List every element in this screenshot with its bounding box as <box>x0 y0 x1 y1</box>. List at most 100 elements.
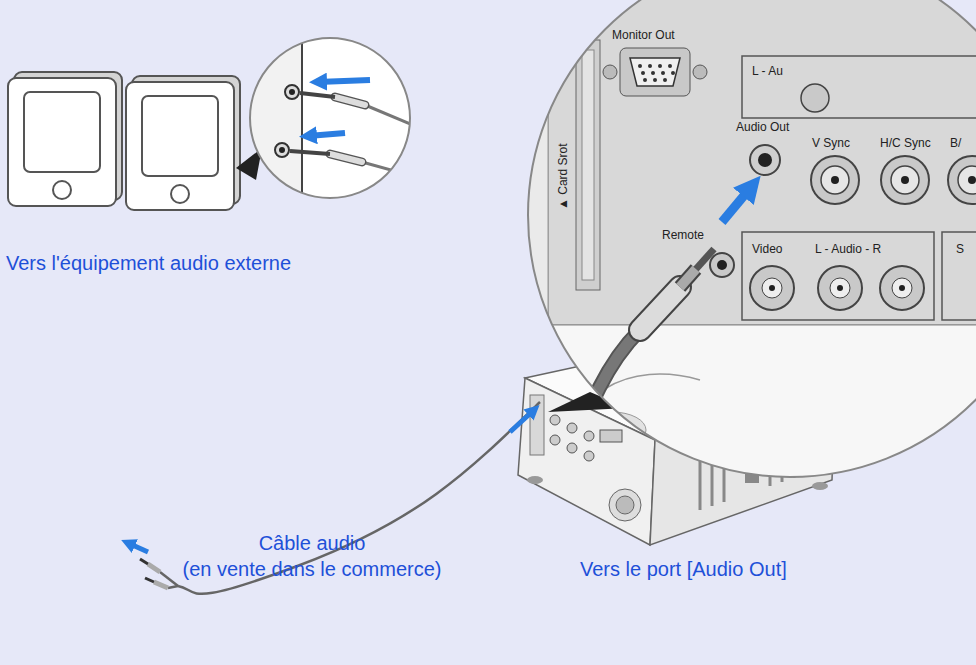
audio-cable <box>145 578 154 582</box>
port-zoom <box>548 0 976 325</box>
port-zoom <box>901 176 909 184</box>
audio-cable <box>128 402 540 594</box>
port-zoom <box>643 78 647 82</box>
speaker-zoom <box>308 133 345 136</box>
port-zoom <box>818 266 862 310</box>
port-zoom <box>640 287 680 330</box>
projector <box>584 431 594 441</box>
port-zoom <box>750 266 794 310</box>
projector <box>584 451 594 461</box>
port-zoom <box>528 0 548 380</box>
port-zoom <box>603 65 617 79</box>
port-label: L - Audio - R <box>815 240 881 258</box>
audio-cable <box>168 586 178 588</box>
port-zoom <box>638 64 642 68</box>
speaker-pair <box>142 96 218 176</box>
audio-cable <box>510 410 534 432</box>
port-zoom <box>881 156 929 204</box>
projector <box>567 423 577 433</box>
port-zoom <box>528 325 976 480</box>
port-zoom <box>821 166 849 194</box>
projector <box>550 435 560 445</box>
speaker-zoom <box>236 30 420 230</box>
speaker-zoom <box>289 89 295 95</box>
speaker-pair <box>126 82 234 210</box>
wrap-spacer <box>377 530 457 556</box>
port-zoom <box>958 166 976 194</box>
port-zoom <box>520 0 976 480</box>
port-zoom <box>578 412 646 448</box>
caption-label: Vers l'équipement audio externe <box>6 250 291 276</box>
projector <box>699 455 702 510</box>
caption-label: Câble audio (en vente dans le commerce) <box>167 530 457 582</box>
port-zoom <box>668 64 672 68</box>
port-zoom <box>576 40 600 290</box>
projector <box>609 489 641 521</box>
port-label: Video <box>752 240 782 258</box>
speaker-zoom <box>330 154 362 162</box>
speaker-zoom <box>318 80 370 82</box>
port-zoom <box>658 64 662 68</box>
port-zoom <box>722 186 752 222</box>
audio-cable <box>128 543 148 552</box>
projector <box>527 476 543 484</box>
speaker-pair <box>171 185 189 203</box>
port-label: V Sync <box>812 134 850 152</box>
port-zoom <box>758 153 772 167</box>
port-zoom <box>830 278 850 298</box>
speaker-zoom <box>275 143 289 157</box>
speaker-zoom <box>335 97 365 105</box>
projector <box>550 415 560 425</box>
port-zoom <box>641 71 645 75</box>
speaker-zoom <box>330 154 362 162</box>
port-zoom <box>528 0 976 477</box>
speaker-pair <box>8 72 240 210</box>
port-zoom <box>648 64 652 68</box>
port-zoom <box>651 71 655 75</box>
port-zoom <box>811 156 859 204</box>
port-zoom <box>663 78 667 82</box>
speaker-pair <box>24 92 100 172</box>
port-label: L - Au <box>752 62 783 80</box>
port-zoom <box>880 266 924 310</box>
port-zoom <box>640 287 680 330</box>
speaker-zoom <box>250 38 410 198</box>
port-zoom <box>661 71 665 75</box>
port-zoom <box>520 0 976 480</box>
port-zoom <box>671 71 675 75</box>
speaker-zoom <box>240 30 302 230</box>
port-label: Remote <box>662 226 704 244</box>
port-zoom <box>710 253 734 277</box>
speaker-zoom <box>290 151 330 154</box>
port-zoom <box>582 50 594 280</box>
port-label: H/C Sync <box>880 134 931 152</box>
speaker-pair <box>53 181 71 199</box>
port-zoom <box>750 145 780 175</box>
port-label: B/ <box>950 134 961 152</box>
port-zoom <box>769 285 775 291</box>
port-zoom <box>680 269 696 287</box>
port-zoom <box>892 278 912 298</box>
projector <box>567 443 577 453</box>
caption-label: Vers le port [Audio Out] <box>580 556 787 582</box>
projector <box>812 482 828 490</box>
wrap-spacer <box>167 530 247 556</box>
port-zoom <box>831 176 839 184</box>
port-zoom <box>762 278 782 298</box>
port-zoom <box>837 285 843 291</box>
projector <box>616 496 634 514</box>
port-label: S <box>956 240 964 258</box>
port-zoom <box>899 285 905 291</box>
speaker-zoom <box>240 30 420 230</box>
port-zoom <box>891 166 919 194</box>
port-zoom <box>948 156 976 204</box>
speaker-zoom <box>285 85 299 99</box>
audio-cable <box>154 582 168 588</box>
port-zoom <box>630 58 680 86</box>
port-label: Audio Out <box>736 118 789 136</box>
port-zoom <box>801 84 829 112</box>
port-zoom <box>653 78 657 82</box>
speaker-zoom <box>335 97 365 105</box>
speaker-zoom <box>301 30 303 230</box>
port-zoom <box>693 65 707 79</box>
